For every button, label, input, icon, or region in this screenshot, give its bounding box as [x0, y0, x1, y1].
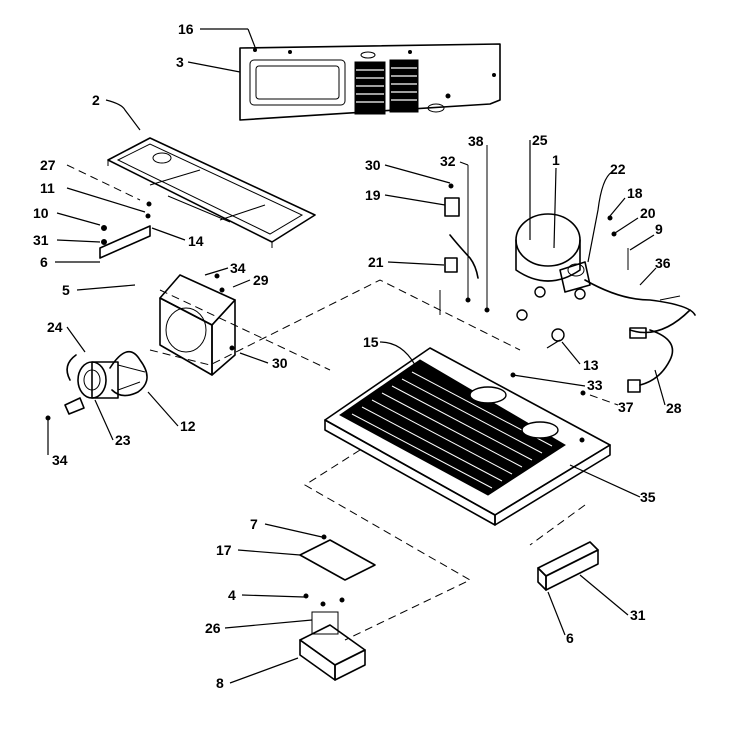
- callout-32: 32: [440, 153, 456, 169]
- bracket-part: [99, 201, 152, 259]
- callout-1: 1: [552, 152, 560, 168]
- callout-22: 22: [610, 161, 626, 177]
- callout-18: 18: [627, 185, 643, 201]
- control-box-part: [299, 534, 376, 681]
- callout-23: 23: [115, 432, 131, 448]
- callout-20: 20: [640, 205, 656, 221]
- callout-36: 36: [655, 255, 671, 271]
- callout-21: 21: [368, 254, 384, 270]
- callout-24: 24: [47, 319, 63, 335]
- callout-34-bottom: 34: [52, 452, 68, 468]
- callout-12: 12: [180, 418, 196, 434]
- callout-30-right: 30: [365, 157, 381, 173]
- callout-27: 27: [40, 157, 56, 173]
- callout-31-right: 31: [630, 607, 646, 623]
- callout-5: 5: [62, 282, 70, 298]
- compressor-part: [515, 213, 591, 342]
- callout-9: 9: [655, 221, 663, 237]
- callout-15: 15: [363, 334, 379, 350]
- relay-part: [439, 145, 490, 315]
- back-panel-part: [239, 43, 501, 121]
- callout-13: 13: [583, 357, 599, 373]
- callout-31-left: 31: [33, 232, 49, 248]
- callout-25: 25: [532, 132, 548, 148]
- callout-28: 28: [666, 400, 682, 416]
- drain-tray-part: [107, 137, 316, 248]
- callout-33: 33: [587, 377, 603, 393]
- callout-26: 26: [205, 620, 221, 636]
- callout-38: 38: [468, 133, 484, 149]
- callout-34-top: 34: [230, 260, 246, 276]
- callout-19: 19: [365, 187, 381, 203]
- callout-10: 10: [33, 205, 49, 221]
- callout-35: 35: [640, 489, 656, 505]
- callout-16: 16: [178, 21, 194, 37]
- condenser-base-part: [324, 347, 611, 526]
- wiring-harness-part: [584, 215, 696, 393]
- callout-6-left: 6: [40, 254, 48, 270]
- callout-29: 29: [253, 272, 269, 288]
- callout-11: 11: [40, 180, 55, 196]
- fan-motor-part: [45, 350, 148, 421]
- callout-17: 17: [216, 542, 232, 558]
- callout-14: 14: [188, 233, 204, 249]
- fan-shroud-part: [159, 273, 236, 376]
- callout-2: 2: [92, 92, 100, 108]
- callout-30-left: 30: [272, 355, 288, 371]
- callout-4: 4: [228, 587, 236, 603]
- callout-3: 3: [176, 54, 184, 70]
- callout-7: 7: [250, 516, 258, 532]
- callout-8: 8: [216, 675, 224, 691]
- right-bracket-part: [537, 541, 599, 591]
- callout-6-right: 6: [566, 630, 574, 646]
- callout-37: 37: [618, 399, 634, 415]
